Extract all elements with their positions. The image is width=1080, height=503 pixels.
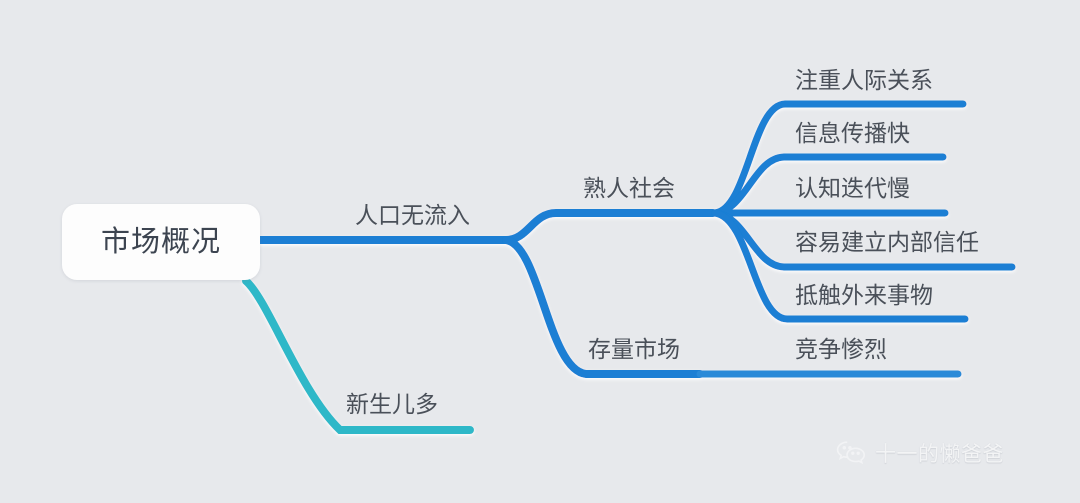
wechat-icon: [836, 440, 866, 466]
connector-root-to-newborns: [242, 277, 474, 434]
connector-fork-to-acquaintance: [502, 209, 717, 244]
node-fierce-competition[interactable]: 竞争惨烈: [795, 336, 887, 362]
node-fast-info-spread[interactable]: 信息传播快: [795, 120, 910, 146]
node-stock-market[interactable]: 存量市场: [588, 336, 680, 362]
node-value-relationships[interactable]: 注重人际关系: [795, 67, 933, 93]
mindmap-root-node[interactable]: 市场概况: [62, 204, 260, 280]
node-slow-cognitive-iteration[interactable]: 认知迭代慢: [795, 175, 910, 201]
node-population-no-inflow[interactable]: 人口无流入: [355, 202, 470, 228]
node-resist-foreign-things[interactable]: 抵触外来事物: [795, 282, 933, 308]
root-node-label: 市场概况: [100, 225, 221, 258]
node-easy-internal-trust[interactable]: 容易建立内部信任: [795, 229, 979, 255]
watermark-account-name: 十一的懒爸爸: [875, 443, 1004, 466]
connector-fork-to-stock-market: [502, 236, 704, 378]
node-many-newborns[interactable]: 新生儿多: [346, 391, 438, 417]
watermark: 十一的懒爸爸: [836, 438, 1004, 468]
connector-acq-to-resist-foreign: [711, 209, 969, 323]
node-acquaintance-society[interactable]: 熟人社会: [583, 175, 675, 201]
